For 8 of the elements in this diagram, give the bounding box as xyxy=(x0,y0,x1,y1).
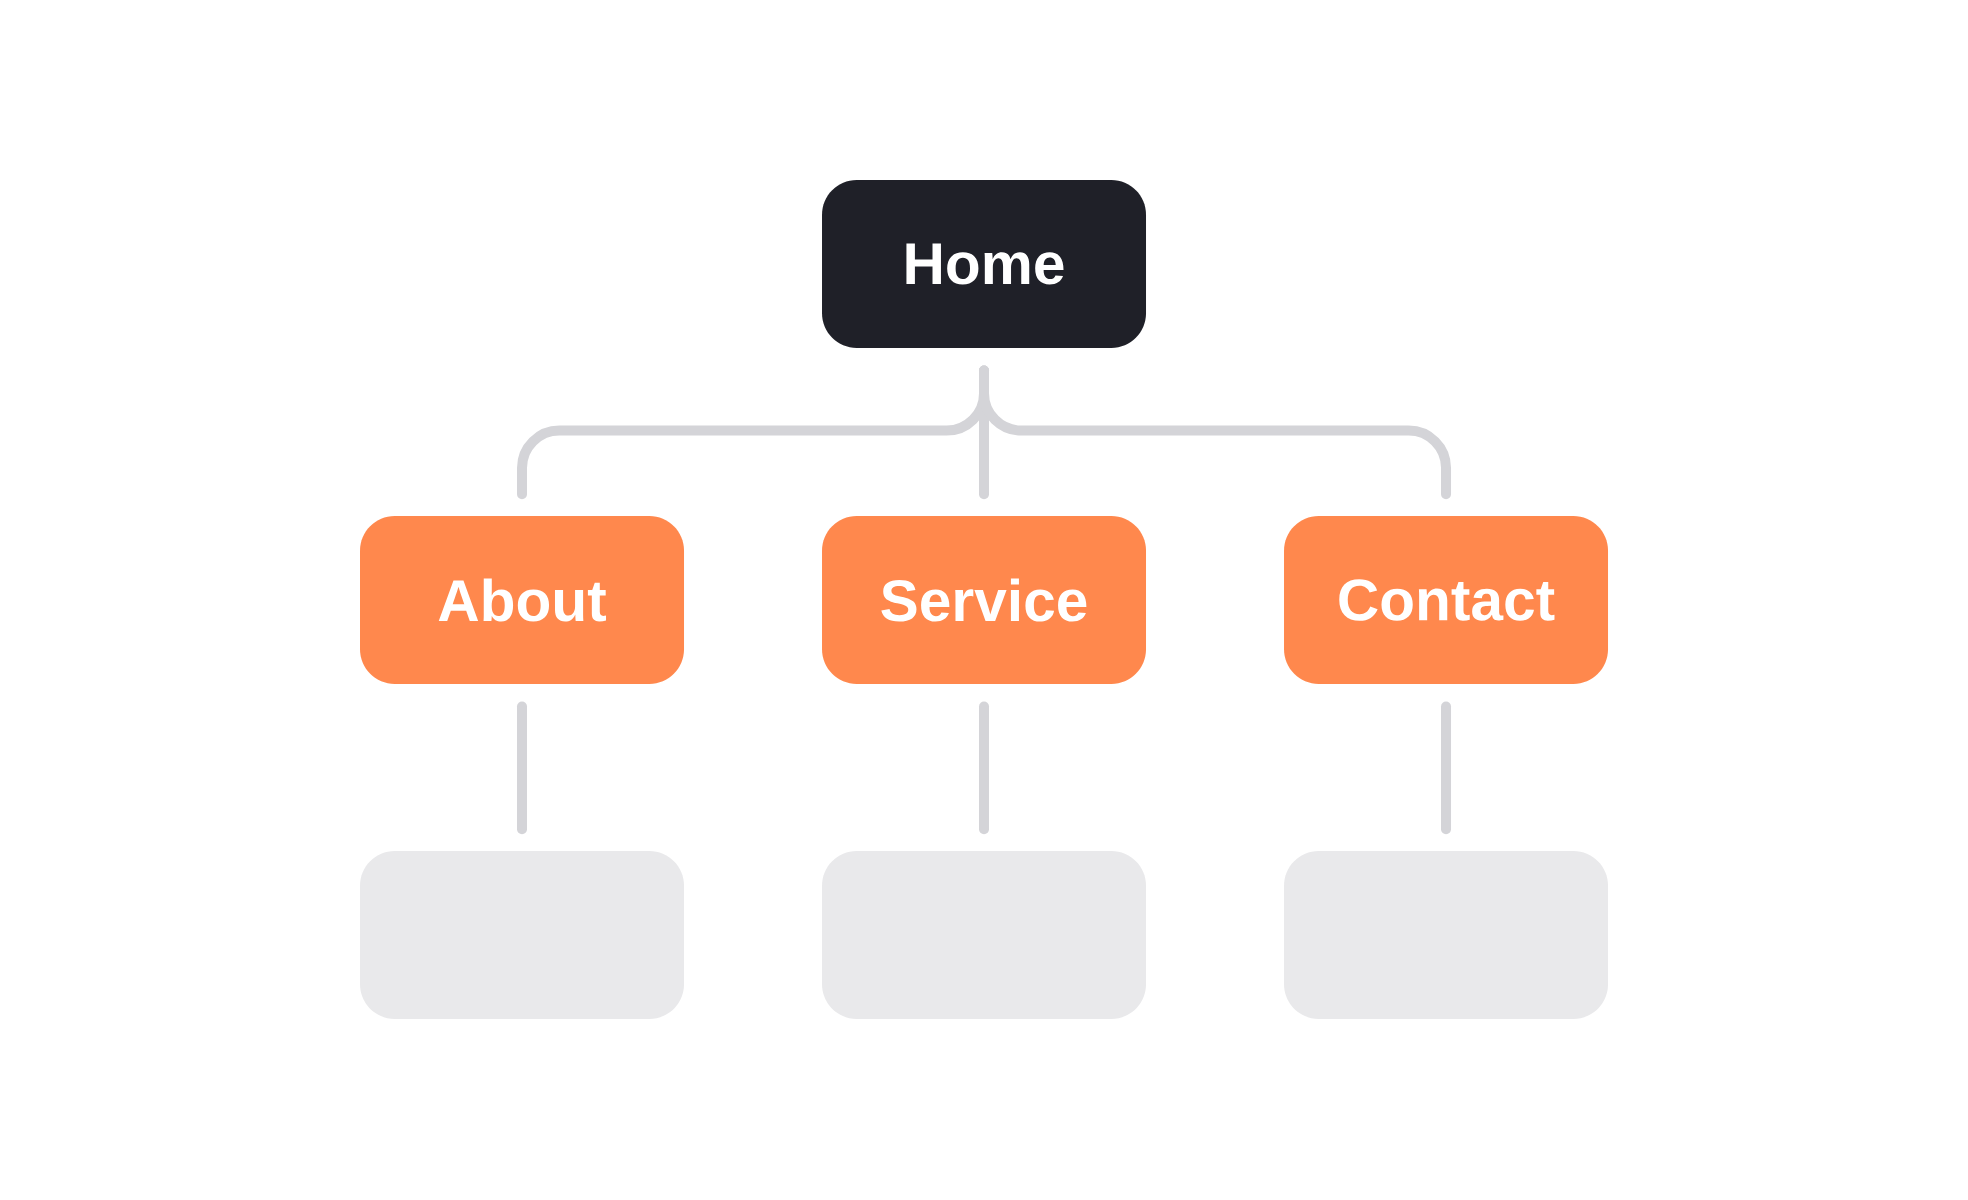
connector-line xyxy=(1441,701,1451,835)
connector-line xyxy=(979,701,989,835)
page-box: Service xyxy=(822,516,1146,684)
page-box: Home xyxy=(822,180,1146,348)
page-box: Contact xyxy=(1284,516,1608,684)
connector-line xyxy=(979,365,1451,500)
page-box: About xyxy=(360,516,684,684)
connector-line xyxy=(517,701,527,835)
